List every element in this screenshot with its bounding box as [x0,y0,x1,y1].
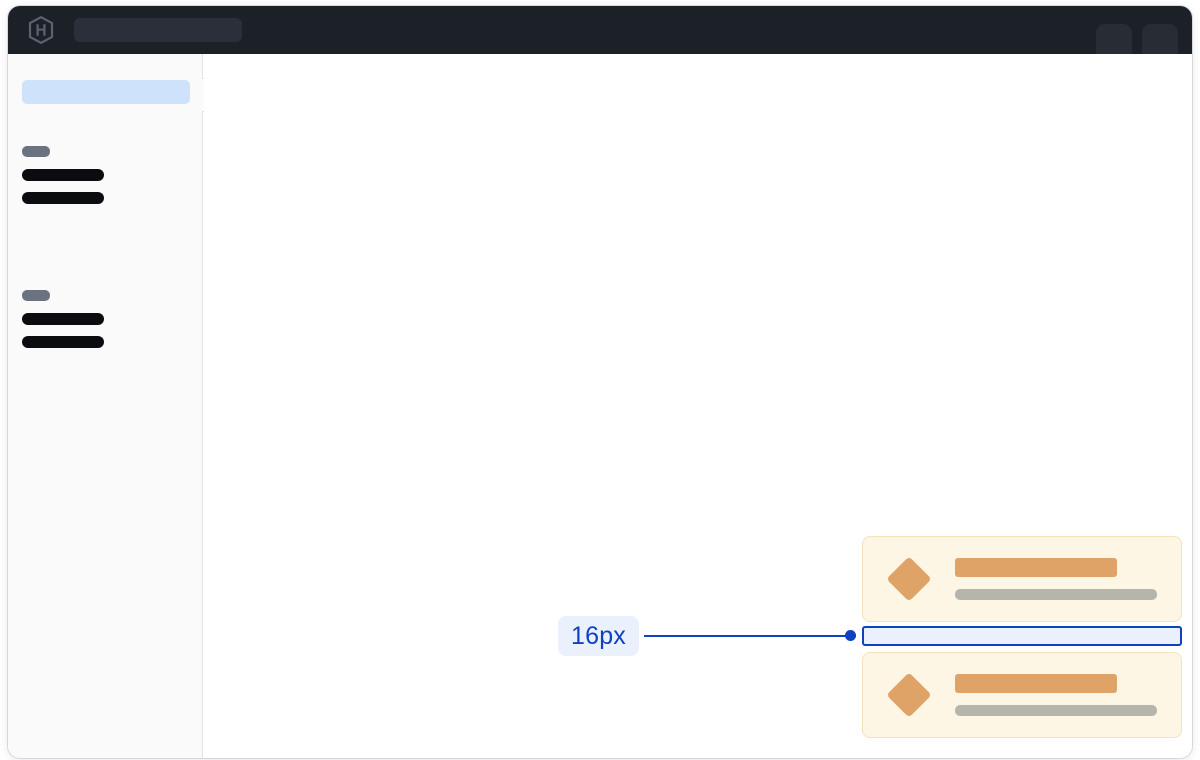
topbar-pill-2[interactable] [1142,24,1178,54]
list-item[interactable] [862,652,1182,738]
sidebar-group-1 [22,146,104,215]
hashicorp-hexagon-logo-icon[interactable] [28,16,54,44]
sidebar-group-label [22,290,50,301]
card-title-placeholder [955,558,1117,577]
global-search-input[interactable] [74,18,242,42]
sidebar-item[interactable] [22,169,104,181]
sidebar-item[interactable] [22,313,104,325]
app-body: 16px [8,54,1192,758]
main-content: 16px [204,54,1192,758]
measurement-leader-line [644,635,856,637]
card-title-placeholder [955,674,1117,693]
card-subtitle-placeholder [955,705,1157,716]
measurement-value-label: 16px [571,621,627,650]
gap-highlight-region [862,626,1182,646]
topbar-right-actions [1096,6,1178,54]
diamond-icon [886,556,932,602]
card-text-placeholders [955,558,1157,600]
topbar-pill-1[interactable] [1096,24,1132,54]
card-text-placeholders [955,674,1157,716]
app-window: 16px [8,6,1192,758]
sidebar-item[interactable] [22,336,104,348]
measurement-value-badge[interactable]: 16px [558,616,640,656]
top-navigation-bar [8,6,1192,54]
card-subtitle-placeholder [955,589,1157,600]
sidebar-item[interactable] [22,192,104,204]
sidebar-group-label [22,146,50,157]
sidebar-group-2 [22,290,104,359]
diamond-icon [886,672,932,718]
list-item[interactable] [862,536,1182,622]
sidebar [8,54,203,758]
sidebar-item-active[interactable] [22,80,190,104]
measurement-anchor-dot [845,630,856,641]
